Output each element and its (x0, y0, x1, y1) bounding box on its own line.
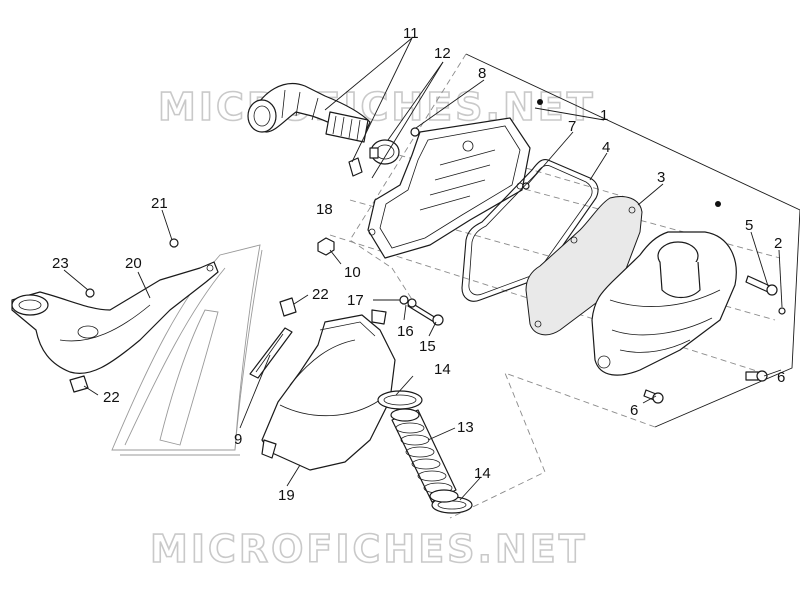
part-11-intake-duct (247, 82, 371, 143)
assembly-frame (465, 53, 800, 428)
callout-14a: 14 (434, 361, 451, 378)
callout-8: 8 (478, 65, 486, 82)
callout-12: 12 (434, 45, 451, 62)
callout-20: 20 (125, 255, 142, 272)
callout-22a: 22 (312, 286, 329, 303)
part-1-filter-housing (367, 117, 531, 259)
callout-6b: 6 (630, 402, 638, 419)
part-3-filter-element (525, 196, 643, 336)
callout-15: 15 (419, 338, 436, 355)
callout-1: 1 (600, 107, 608, 124)
part-12-clamp (369, 139, 400, 165)
assembly-frame-dashed (349, 53, 467, 269)
callout-4: 4 (602, 139, 610, 156)
part-16-washer (399, 295, 409, 305)
part-19-lower-duct (261, 309, 396, 471)
callout-labels: 11 12 8 1 7 4 3 5 2 6 6 18 10 22 17 16 1… (52, 25, 785, 504)
part-22-clip-lower (69, 375, 89, 393)
leader-lines (63, 37, 783, 501)
part-14-clamp-upper (377, 390, 423, 410)
watermark-bottom: MICROFICHES.NET (150, 527, 588, 571)
callout-6a: 6 (777, 369, 785, 386)
part-22-clip-upper (279, 297, 297, 317)
part-13-bellows-hose (390, 408, 459, 503)
callout-14b: 14 (474, 465, 491, 482)
part-15-bolt (407, 301, 444, 326)
callout-2: 2 (774, 235, 782, 252)
callout-11: 11 (403, 25, 419, 42)
watermark-top: MICROFICHES.NET (158, 85, 596, 129)
callout-9: 9 (234, 431, 242, 448)
frame-dot-2 (715, 201, 721, 207)
part-8-screw (410, 127, 420, 137)
scooter-body-panel (111, 244, 263, 456)
part-21-screw (169, 238, 179, 248)
part-18-clip (348, 157, 363, 177)
callout-13: 13 (457, 419, 474, 436)
callout-3: 3 (657, 169, 665, 186)
callout-16: 16 (397, 323, 414, 340)
part-9-gasket-strip (249, 327, 293, 379)
part-4-gasket (461, 158, 599, 302)
part-20-intake-tube (11, 261, 219, 374)
callout-10: 10 (344, 264, 361, 281)
part-10-nut (317, 237, 335, 256)
callout-21: 21 (151, 195, 168, 212)
part-cover (591, 231, 737, 376)
callout-19: 19 (278, 487, 295, 504)
callout-18: 18 (316, 201, 333, 218)
callout-17: 17 (347, 292, 364, 309)
part-17-washer (407, 298, 417, 308)
part-7-pin (522, 182, 530, 190)
part-23-screw (85, 288, 95, 298)
callout-22b: 22 (103, 389, 120, 406)
callout-23: 23 (52, 255, 69, 272)
callout-7: 7 (568, 118, 576, 135)
frame-dot-1 (537, 99, 543, 105)
callout-5: 5 (745, 217, 753, 234)
